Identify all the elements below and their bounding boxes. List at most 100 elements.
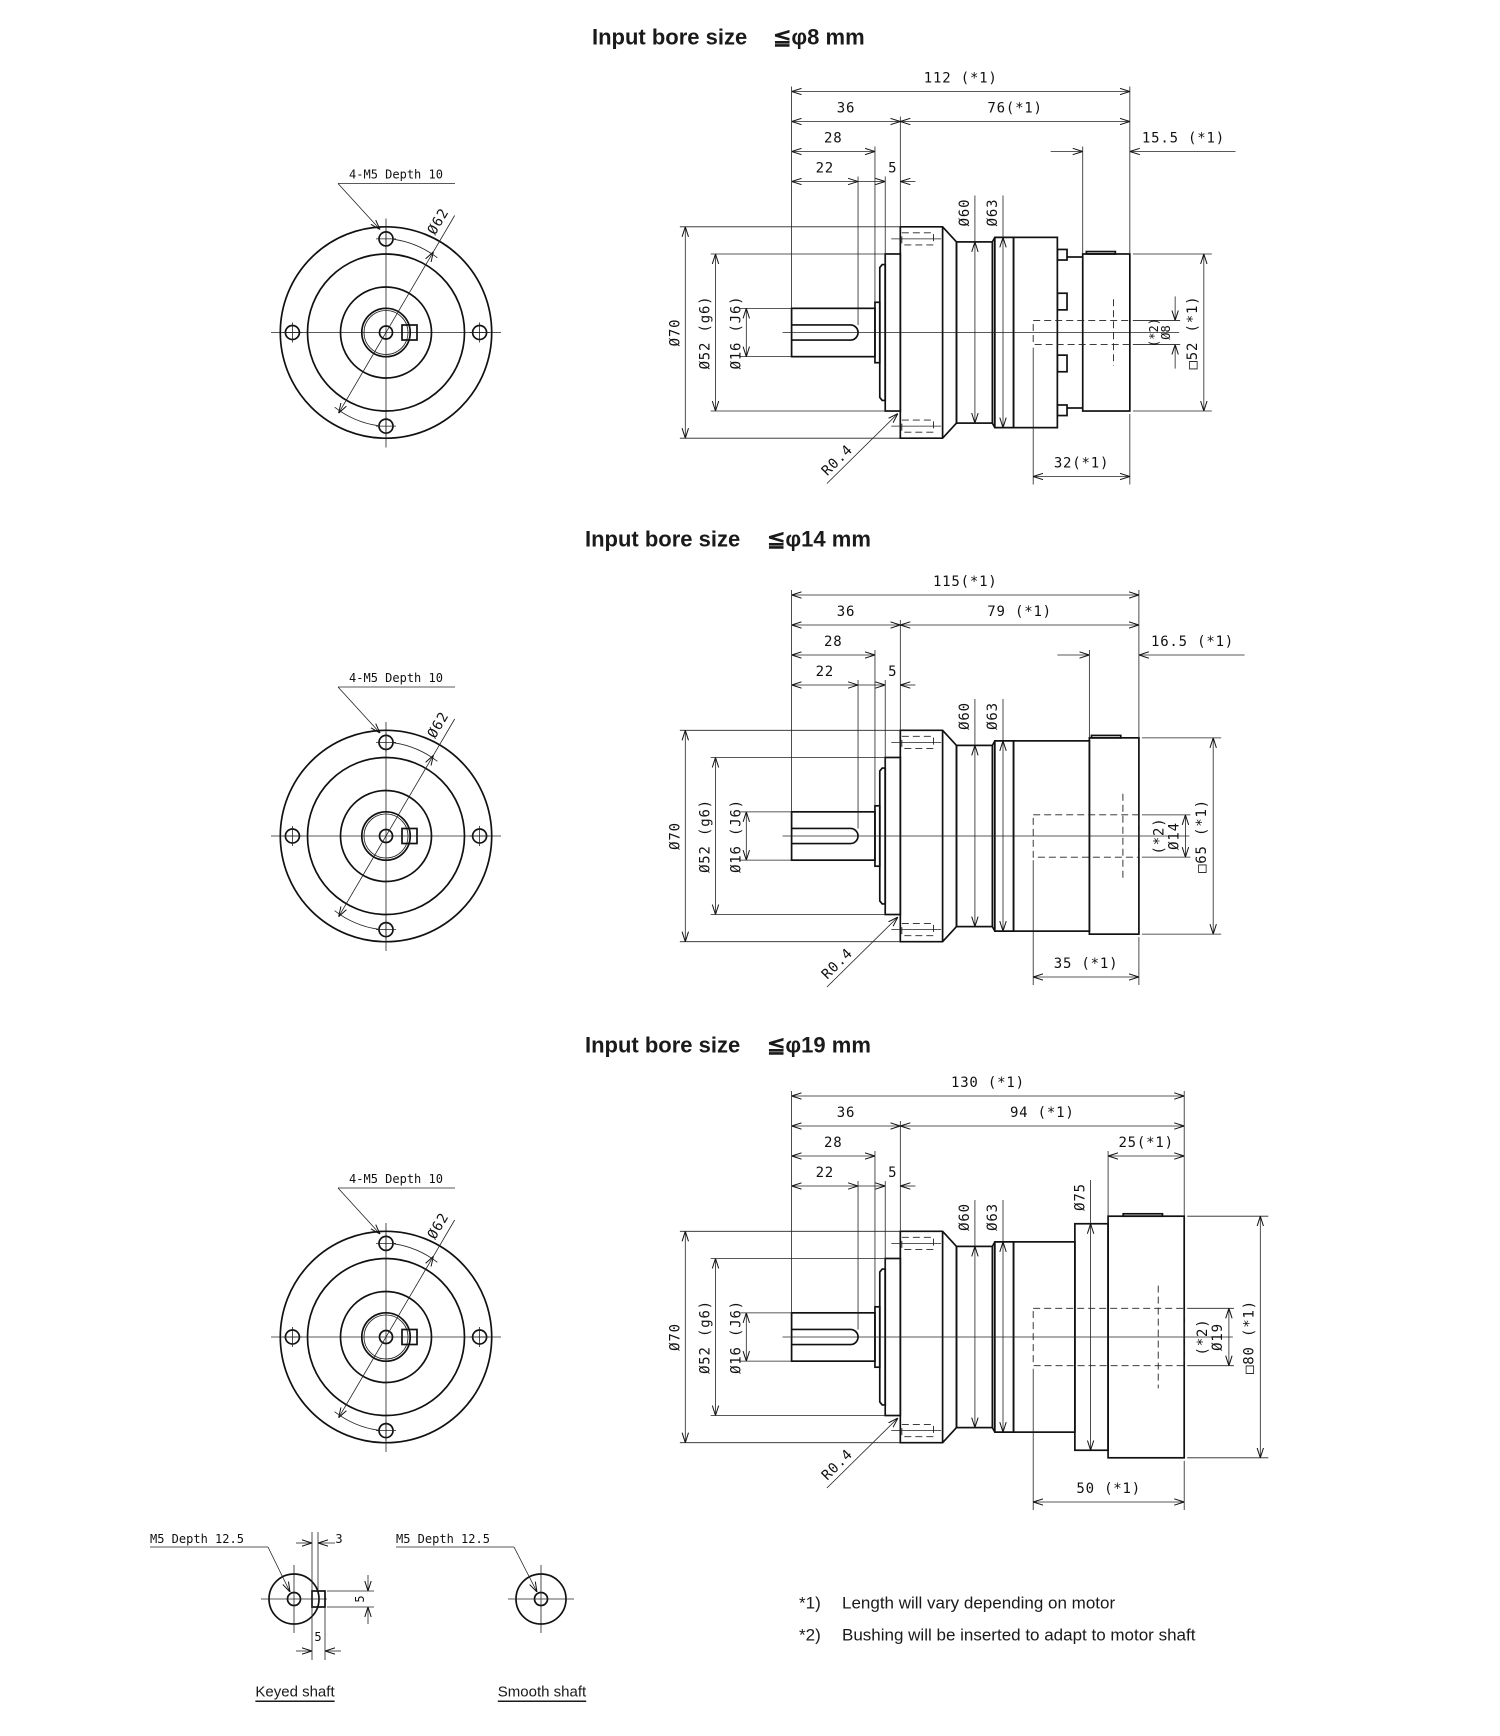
square-label: □52 (*1) <box>1185 296 1201 370</box>
shaft-option-label: Smooth shaft <box>498 1684 587 1701</box>
key-width-label: 3 <box>335 1532 342 1546</box>
bore-note-label: (*2) <box>1195 1319 1211 1356</box>
pcd-arc <box>334 406 379 427</box>
key-height-label: 5 <box>353 1595 367 1602</box>
footnotes: *1) Length will vary depending on motor *2… <box>799 1594 1196 1645</box>
d70-label: Ø70 <box>667 1323 683 1351</box>
title-text: Input bore size <box>585 1033 740 1058</box>
overall-length-label: 112 (*1) <box>924 71 998 87</box>
flange-length-label: 36 <box>837 604 855 620</box>
section-1: Input bore size≦φ8 mm Ø62 4-M5 Depth 10 112… <box>271 25 1236 485</box>
radius-leader <box>826 1418 898 1489</box>
tap-leader <box>267 1546 290 1592</box>
tap-leader <box>337 1187 380 1234</box>
overall-length-label: 115(*1) <box>933 574 998 590</box>
clamp-bolt-head <box>1056 354 1068 373</box>
d63-label: Ø63 <box>985 702 1001 730</box>
body-length-label: 79 (*1) <box>987 604 1052 620</box>
outer-flange-circle <box>279 729 493 943</box>
pilot-length-label: 5 <box>888 664 897 680</box>
bore-depth-label: 50 (*1) <box>1076 1481 1141 1497</box>
pcd-arc <box>334 910 379 930</box>
d52-label: Ø52 (g6) <box>697 1300 713 1374</box>
title-text: Input bore size <box>585 527 740 552</box>
d63-label: Ø63 <box>985 199 1001 227</box>
d60-label: Ø60 <box>957 1203 973 1231</box>
clamp-bolt-head <box>1056 404 1068 417</box>
pcd-label: Ø62 <box>425 709 453 741</box>
pcd-dimension-line <box>339 1256 434 1417</box>
note-text: Length will vary depending on motor <box>842 1594 1115 1613</box>
access-plug <box>1122 1212 1164 1218</box>
pcd-arc <box>334 1411 379 1431</box>
bore-limit-text: ≦φ8 mm <box>773 25 865 50</box>
pcd-leader <box>433 718 456 756</box>
pilot-length-label: 5 <box>888 161 897 177</box>
radius-leader <box>826 917 898 988</box>
d63-label: Ø63 <box>985 1203 1001 1231</box>
tap-leader <box>337 183 380 230</box>
pilot-length-label: 5 <box>888 1165 897 1181</box>
flange-length-label: 36 <box>837 101 855 117</box>
section-2: Input bore size ≦φ14 mm Ø62 4-M5 Depth 10 11… <box>271 527 1245 988</box>
d60-label: Ø60 <box>957 702 973 730</box>
bore-note-label: (*2) <box>1147 318 1161 347</box>
tap-label: 4-M5 Depth 10 <box>349 168 443 182</box>
access-plug <box>1085 250 1117 255</box>
section-title: Input bore size ≦φ14 mm <box>585 527 871 552</box>
bore-label: Ø8 <box>1159 325 1173 339</box>
clamp-bolt-head <box>1056 248 1068 261</box>
tap-label: 4-M5 Depth 10 <box>349 671 443 685</box>
pcd-label: Ø62 <box>425 206 453 238</box>
section-title: Input bore size≦φ8 mm <box>592 25 865 50</box>
shaft-length-label: 28 <box>824 634 842 650</box>
d70-label: Ø70 <box>667 822 683 850</box>
body-length-label: 76(*1) <box>987 101 1042 117</box>
bore-limit-text: ≦φ14 mm <box>767 527 871 552</box>
front-view: Ø62 4-M5 Depth 10 <box>271 168 501 448</box>
body-length-label: 94 (*1) <box>1010 1105 1075 1121</box>
outer-flange-circle <box>279 225 493 440</box>
tap-leader <box>337 686 380 733</box>
pcd-arc <box>393 238 438 259</box>
shaft-length-label: 28 <box>824 1135 842 1151</box>
note-mark: *2) <box>799 1626 821 1645</box>
d52-label: Ø52 (g6) <box>697 799 713 873</box>
d60-label: Ø60 <box>957 199 973 227</box>
pcd-leader <box>433 1219 456 1257</box>
pcd-leader <box>433 215 456 253</box>
pcd-label: Ø62 <box>425 1210 453 1242</box>
d70-label: Ø70 <box>667 319 683 347</box>
key-length-label: 22 <box>816 161 834 177</box>
d16-label: Ø16 (J6) <box>728 296 744 370</box>
note-text: Bushing will be inserted to adapt to mot… <box>842 1626 1196 1645</box>
square-label: □65 (*1) <box>1194 799 1210 873</box>
section-title: Input bore size ≦φ19 mm <box>585 1033 871 1058</box>
motor-flange-label: 15.5 (*1) <box>1142 131 1225 147</box>
bore-limit-text: ≦φ19 mm <box>767 1033 871 1058</box>
overall-length-label: 130 (*1) <box>951 1075 1025 1091</box>
d75-label: Ø75 <box>1073 1183 1089 1211</box>
shaft-option-label: Keyed shaft <box>255 1684 335 1701</box>
shaft-length-label: 28 <box>824 131 842 147</box>
pcd-dimension-line <box>339 755 434 916</box>
tap-label: M5 Depth 12.5 <box>150 1532 244 1546</box>
motor-flange-label: 25(*1) <box>1118 1135 1173 1151</box>
bore-note-label: (*2) <box>1151 818 1167 855</box>
key-length-label: 22 <box>816 1165 834 1181</box>
bore-label: Ø14 <box>1166 822 1182 850</box>
flange-length-label: 36 <box>837 1105 855 1121</box>
bore-label: Ø19 <box>1210 1323 1226 1351</box>
key-length-label: 22 <box>816 664 834 680</box>
note-mark: *1) <box>799 1594 821 1613</box>
input-bore <box>1032 319 1131 346</box>
front-view: Ø62 4-M5 Depth 10 <box>271 671 501 951</box>
